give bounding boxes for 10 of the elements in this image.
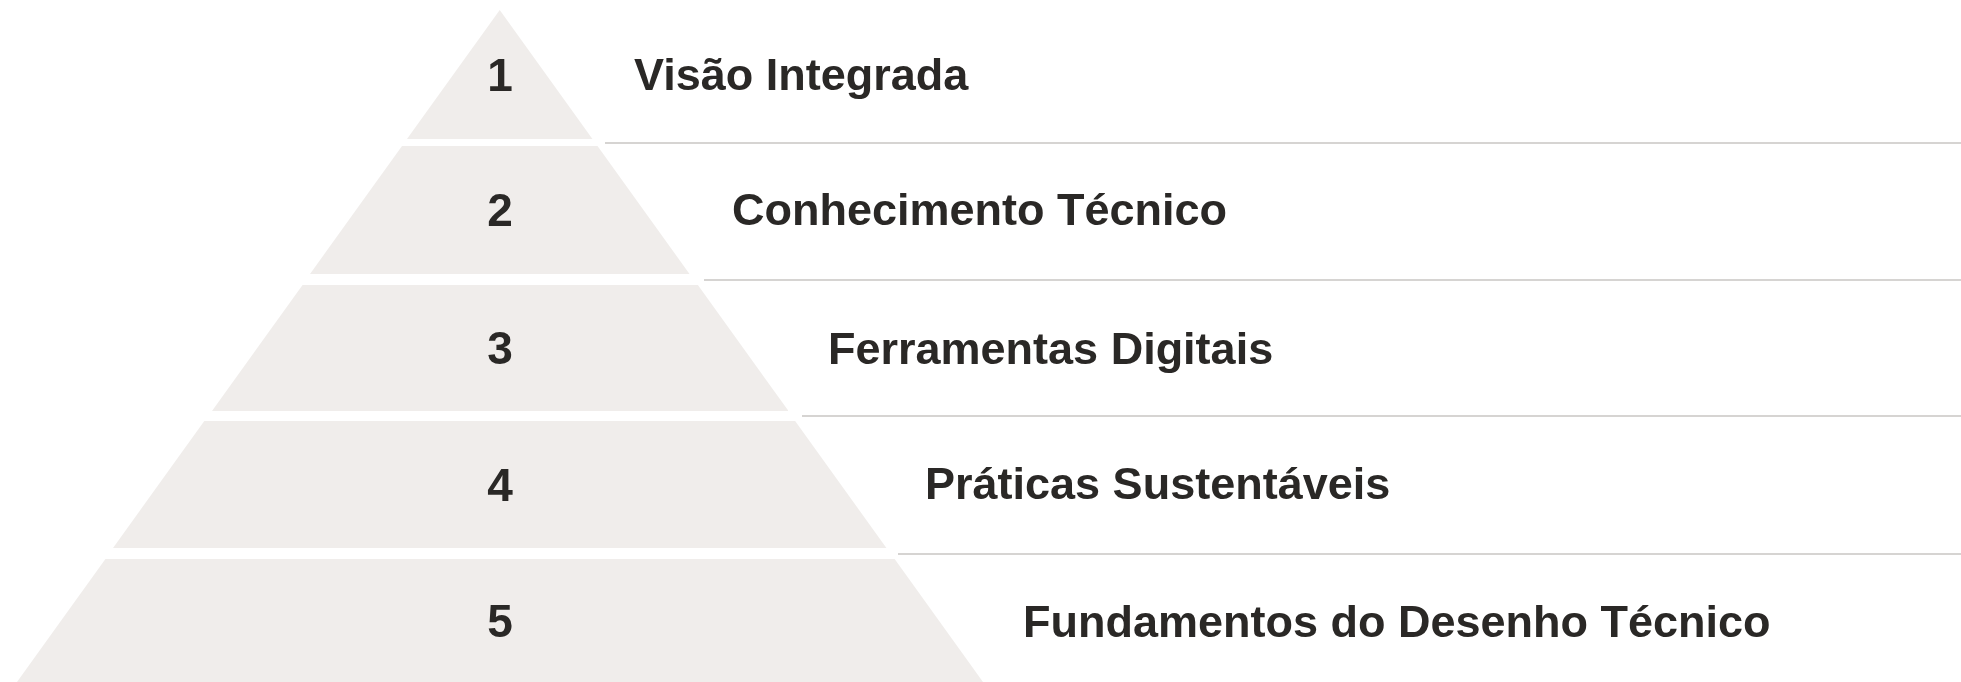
tier-number: 2 [487, 183, 513, 237]
tier-title: Ferramentas Digitais [828, 323, 1274, 375]
tier-title: Práticas Sustentáveis [925, 458, 1391, 510]
tier-number: 4 [487, 457, 513, 512]
tier-title: Fundamentos do Desenho Técnico [1023, 596, 1771, 648]
tier-title: Conhecimento Técnico [732, 184, 1228, 236]
tier-number: 3 [487, 321, 513, 375]
tier-number: 1 [487, 47, 513, 102]
tier-title: Visão Integrada [634, 49, 969, 101]
tier-number: 5 [487, 593, 513, 648]
